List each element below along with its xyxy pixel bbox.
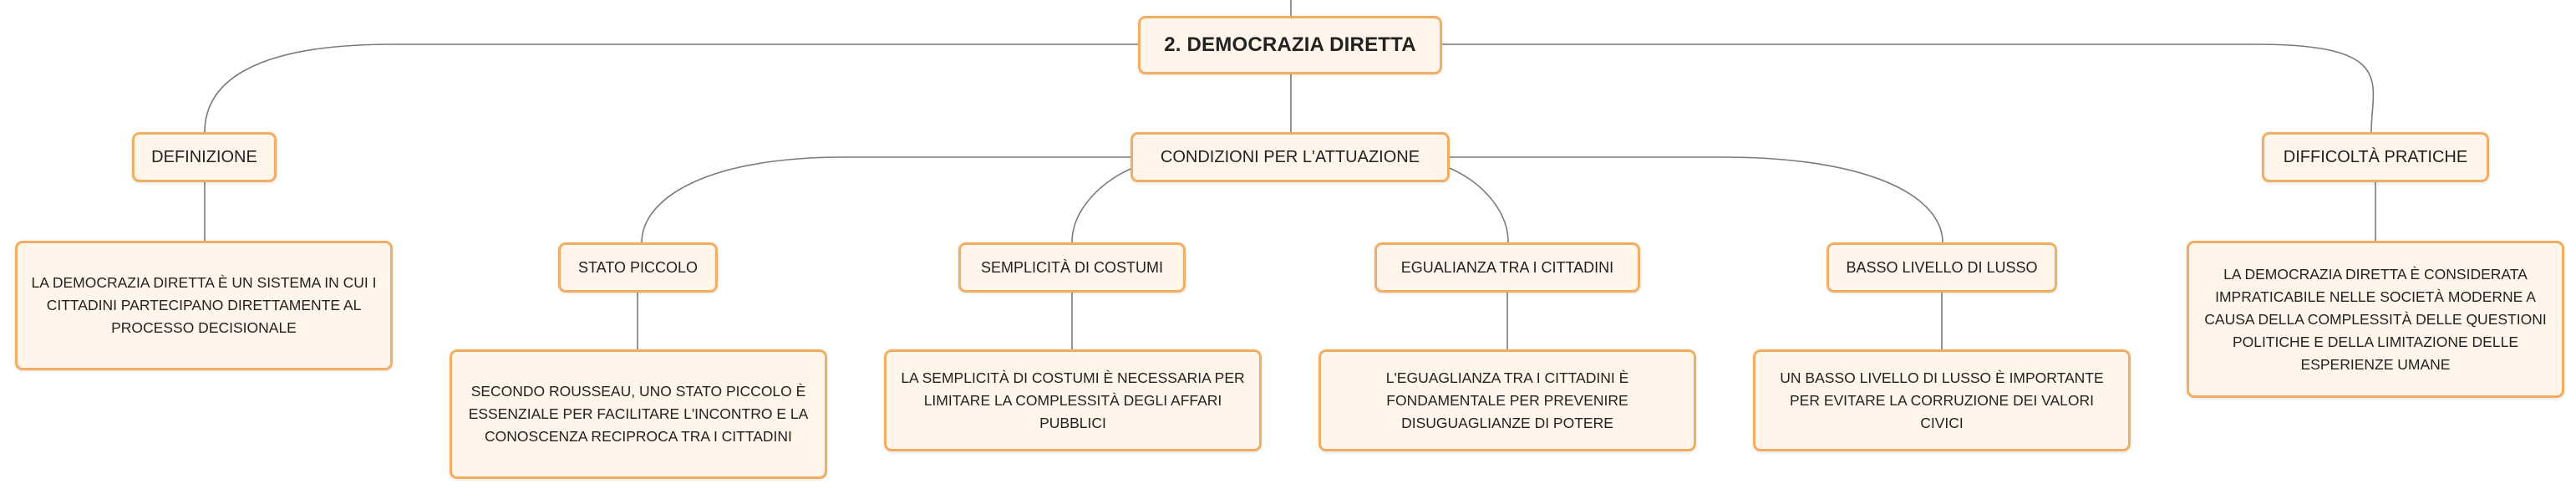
- definizione-text: LA DEMOCRAZIA DIRETTA È UN SISTEMA IN CU…: [31, 274, 377, 336]
- difficolta-label: DIFFICOLTÀ PRATICHE: [2283, 147, 2468, 166]
- egualianza-text-node[interactable]: L'EGUAGLIANZA TRA I CITTADINI È FONDAMEN…: [1318, 349, 1696, 451]
- difficolta-text-node[interactable]: LA DEMOCRAZIA DIRETTA È CONSIDERATA IMPR…: [2187, 241, 2564, 398]
- link-condizioni-to-egualianza: [1446, 166, 1509, 243]
- stato-piccolo-node[interactable]: STATO PICCOLO: [558, 242, 718, 293]
- definizione-node[interactable]: DEFINIZIONE: [132, 132, 277, 182]
- link-condizioni-to-semplicita: [1071, 166, 1136, 243]
- condizioni-label: CONDIZIONI PER L'ATTUAZIONE: [1160, 147, 1420, 166]
- root-label: 2. DEMOCRAZIA DIRETTA: [1164, 33, 1416, 56]
- link-root-to-difficolta: [1437, 43, 2375, 133]
- egualianza-node[interactable]: EGUALIANZA TRA I CITTADINI: [1374, 242, 1640, 293]
- definizione-label: DEFINIZIONE: [151, 147, 257, 166]
- definizione-text-node[interactable]: LA DEMOCRAZIA DIRETTA È UN SISTEMA IN CU…: [15, 241, 393, 370]
- difficolta-text: LA DEMOCRAZIA DIRETTA È CONSIDERATA IMPR…: [2204, 265, 2547, 373]
- egualianza-text: L'EGUAGLIANZA TRA I CITTADINI È FONDAMEN…: [1385, 369, 1629, 431]
- egualianza-label: EGUALIANZA TRA I CITTADINI: [1400, 258, 1614, 276]
- basso-lusso-text: UN BASSO LIVELLO DI LUSSO È IMPORTANTE P…: [1780, 369, 2104, 431]
- basso-lusso-node[interactable]: BASSO LIVELLO DI LUSSO: [1827, 242, 2057, 293]
- semplicita-label: SEMPLICITÀ DI COSTUMI: [980, 258, 1164, 276]
- stato-piccolo-text-node[interactable]: SECONDO ROUSSEAU, UNO STATO PICCOLO È ES…: [450, 349, 827, 479]
- link-root-to-definizione: [204, 43, 1145, 133]
- condizioni-node[interactable]: CONDIZIONI PER L'ATTUAZIONE: [1130, 132, 1450, 182]
- semplicita-text: LA SEMPLICITÀ DI COSTUMI È NECESSARIA PE…: [901, 369, 1245, 431]
- basso-lusso-text-node[interactable]: UN BASSO LIVELLO DI LUSSO È IMPORTANTE P…: [1753, 349, 2131, 451]
- semplicita-node[interactable]: SEMPLICITÀ DI COSTUMI: [958, 242, 1186, 293]
- basso-lusso-label: BASSO LIVELLO DI LUSSO: [1846, 258, 2038, 276]
- root-node[interactable]: 2. DEMOCRAZIA DIRETTA: [1138, 16, 1442, 74]
- semplicita-text-node[interactable]: LA SEMPLICITÀ DI COSTUMI È NECESSARIA PE…: [884, 349, 1262, 451]
- stato-piccolo-text: SECONDO ROUSSEAU, UNO STATO PICCOLO È ES…: [468, 383, 809, 445]
- link-condizioni-to-basso-lusso: [1447, 156, 1943, 243]
- stato-piccolo-label: STATO PICCOLO: [577, 258, 699, 276]
- difficolta-node[interactable]: DIFFICOLTÀ PRATICHE: [2262, 132, 2489, 182]
- link-condizioni-to-stato-piccolo: [641, 156, 1135, 243]
